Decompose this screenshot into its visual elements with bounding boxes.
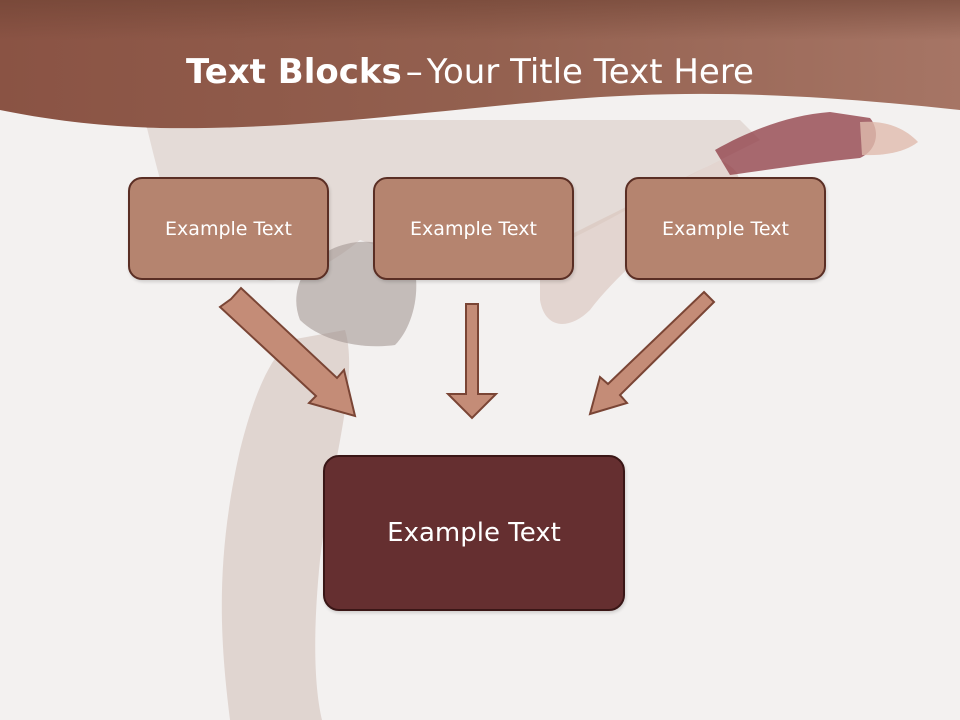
arrow-left xyxy=(218,286,357,418)
text-block-label: Example Text xyxy=(165,217,292,240)
text-block-label: Example Text xyxy=(410,217,537,240)
text-block-bottom-main: Example Text xyxy=(323,455,625,611)
slide-title: Text Blocks–Your Title Text Here xyxy=(0,52,940,92)
text-block-top-center: Example Text xyxy=(373,177,574,280)
text-block-top-left: Example Text xyxy=(128,177,329,280)
title-dash: – xyxy=(405,52,423,92)
text-block-top-right: Example Text xyxy=(625,177,826,280)
title-bold-part: Text Blocks xyxy=(186,52,402,92)
arrow-center xyxy=(445,303,499,420)
title-rest: Your Title Text Here xyxy=(426,52,754,92)
text-block-label: Example Text xyxy=(662,217,789,240)
text-block-label: Example Text xyxy=(387,518,561,548)
arrow-right xyxy=(588,290,716,416)
